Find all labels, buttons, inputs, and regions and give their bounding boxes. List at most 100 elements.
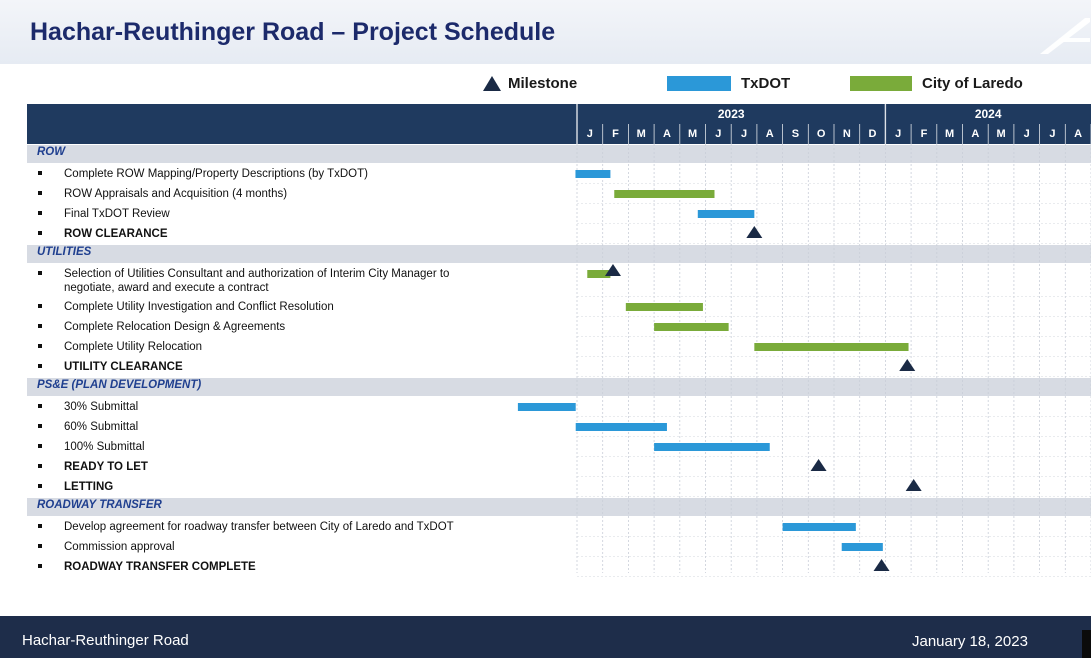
bullet-icon	[38, 191, 42, 195]
bullet-icon	[38, 424, 42, 428]
footer-date: January 18, 2023	[912, 633, 1028, 650]
month-label: O	[816, 128, 826, 140]
task-label: Complete ROW Mapping/Property Descriptio…	[64, 168, 368, 180]
month-label: J	[740, 128, 748, 140]
bullet-icon	[38, 564, 42, 568]
month-label: A	[765, 128, 774, 140]
task-row: READY TO LET	[27, 460, 1091, 477]
task-row: 30% Submittal	[27, 400, 1091, 417]
task-label: Complete Utility Relocation	[64, 341, 203, 353]
bullet-icon	[38, 444, 42, 448]
bullet-icon	[38, 271, 42, 275]
bullet-icon	[38, 544, 42, 548]
month-label: M	[996, 128, 1006, 140]
footer: Hachar-Reuthinger Road January 18, 2023	[0, 616, 1091, 658]
section-label: ROADWAY TRANSFER	[37, 499, 162, 511]
month-label: A	[662, 128, 671, 140]
legend-milestone-marker	[483, 76, 501, 91]
task-row: Complete Utility Relocation	[27, 340, 1091, 357]
bullet-icon	[38, 464, 42, 468]
task-row: UTILITY CLEARANCE	[27, 360, 1091, 377]
task-row: Develop agreement for roadway transfer b…	[27, 520, 1091, 537]
task-row: ROADWAY TRANSFER COMPLETE	[27, 560, 1091, 577]
task-row: Complete ROW Mapping/Property Descriptio…	[27, 167, 1091, 184]
task-label-continued: negotiate, award and execute a contract	[64, 282, 269, 294]
task-row: 60% Submittal	[27, 420, 1091, 437]
section-label: PS&E (PLAN DEVELOPMENT)	[37, 379, 202, 391]
bullet-icon	[38, 304, 42, 308]
month-label: J	[586, 128, 593, 140]
month-label: J	[1023, 128, 1030, 140]
task-label: 60% Submittal	[64, 421, 139, 433]
legend-city-swatch	[850, 75, 912, 91]
bullet-icon	[38, 324, 42, 328]
month-label: M	[636, 128, 646, 140]
footer-project-name: Hachar-Reuthinger Road	[22, 632, 189, 649]
task-label: Commission approval	[64, 541, 175, 553]
task-row: LETTING	[27, 480, 1091, 497]
task-row: Final TxDOT Review	[27, 207, 1091, 224]
task-row: Selection of Utilities Consultant and au…	[27, 267, 1091, 297]
task-label: Develop agreement for roadway transfer b…	[64, 521, 454, 533]
task-label: LETTING	[64, 481, 114, 493]
legend-milestone-label: Milestone	[508, 74, 578, 92]
title-band: Hachar-Reuthinger Road – Project Schedul…	[0, 0, 1091, 64]
bullet-icon	[38, 404, 42, 408]
task-row: Complete Utility Investigation and Confl…	[27, 300, 1091, 317]
month-label: F	[612, 128, 619, 140]
section-row: ROADWAY TRANSFER	[27, 498, 1091, 516]
month-label: N	[842, 128, 851, 140]
month-label: M	[945, 128, 955, 140]
section-row: UTILITIES	[27, 245, 1091, 263]
bullet-icon	[38, 524, 42, 528]
year-label: 2023	[717, 107, 745, 121]
bullet-icon	[38, 344, 42, 348]
task-label: 100% Submittal	[64, 441, 145, 453]
timeline-header	[27, 104, 1091, 144]
bullet-icon	[38, 484, 42, 488]
legend-city: City of Laredo	[850, 72, 1023, 94]
legend-milestone: Milestone	[481, 72, 577, 94]
task-label: UTILITY CLEARANCE	[64, 361, 183, 373]
section-row: ROW	[27, 145, 1091, 163]
legend-txdot-label: TxDOT	[741, 74, 791, 92]
year-label: 2024	[974, 107, 1002, 121]
section-label: ROW	[37, 146, 66, 158]
bullet-icon	[38, 211, 42, 215]
task-label: Complete Relocation Design & Agreements	[64, 321, 286, 333]
task-label: ROW CLEARANCE	[64, 228, 168, 240]
task-label: ROADWAY TRANSFER COMPLETE	[64, 561, 256, 573]
month-label: A	[971, 128, 980, 140]
page-title: Hachar-Reuthinger Road – Project Schedul…	[30, 18, 556, 46]
section-row: PS&E (PLAN DEVELOPMENT)	[27, 378, 1091, 396]
month-label: A	[1074, 128, 1083, 140]
bullet-icon	[38, 231, 42, 235]
month-label: F	[920, 128, 928, 140]
legend-txdot: TxDOT	[667, 72, 790, 94]
task-label: 30% Submittal	[64, 401, 139, 413]
legend-city-label: City of Laredo	[922, 74, 1023, 92]
section-label: UTILITIES	[37, 246, 92, 258]
bullet-icon	[38, 364, 42, 368]
task-row: ROW CLEARANCE	[27, 227, 1091, 244]
month-label: M	[688, 128, 698, 140]
legend-txdot-swatch	[667, 75, 731, 91]
task-row: Complete Relocation Design & Agreements	[27, 320, 1091, 337]
task-label: ROW Appraisals and Acquisition (4 months…	[64, 188, 288, 200]
month-label: D	[868, 128, 877, 140]
task-label: Selection of Utilities Consultant and au…	[64, 268, 450, 280]
task-label: READY TO LET	[64, 461, 148, 473]
month-label: J	[1049, 128, 1056, 140]
task-label: Final TxDOT Review	[64, 208, 170, 220]
month-label: J	[895, 128, 902, 140]
bullet-icon	[38, 171, 42, 175]
task-row: 100% Submittal	[27, 440, 1091, 457]
month-label: J	[715, 128, 722, 140]
month-label: S	[791, 128, 800, 140]
task-row: ROW Appraisals and Acquisition (4 months…	[27, 187, 1091, 204]
task-row: Commission approval	[27, 540, 1091, 557]
footer-tab	[1082, 630, 1091, 658]
logo-icon	[1040, 18, 1090, 54]
legend-milestone-icon	[483, 76, 501, 91]
task-label: Complete Utility Investigation and Confl…	[64, 301, 334, 313]
